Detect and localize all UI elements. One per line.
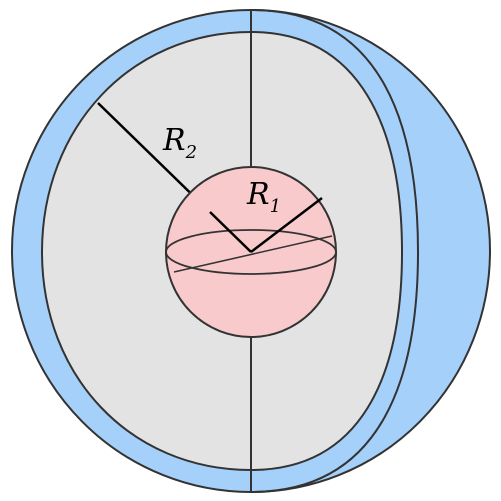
outer-radius-line-inner: [209, 211, 252, 253]
core-equator: [165, 229, 337, 275]
shell-inner-crescent: [250, 9, 420, 493]
inner-radius-label: R1: [246, 177, 281, 217]
core-diameter-line: [173, 235, 333, 273]
outer-radius-label: R2: [162, 123, 197, 163]
inner-radius-line: [250, 197, 323, 253]
